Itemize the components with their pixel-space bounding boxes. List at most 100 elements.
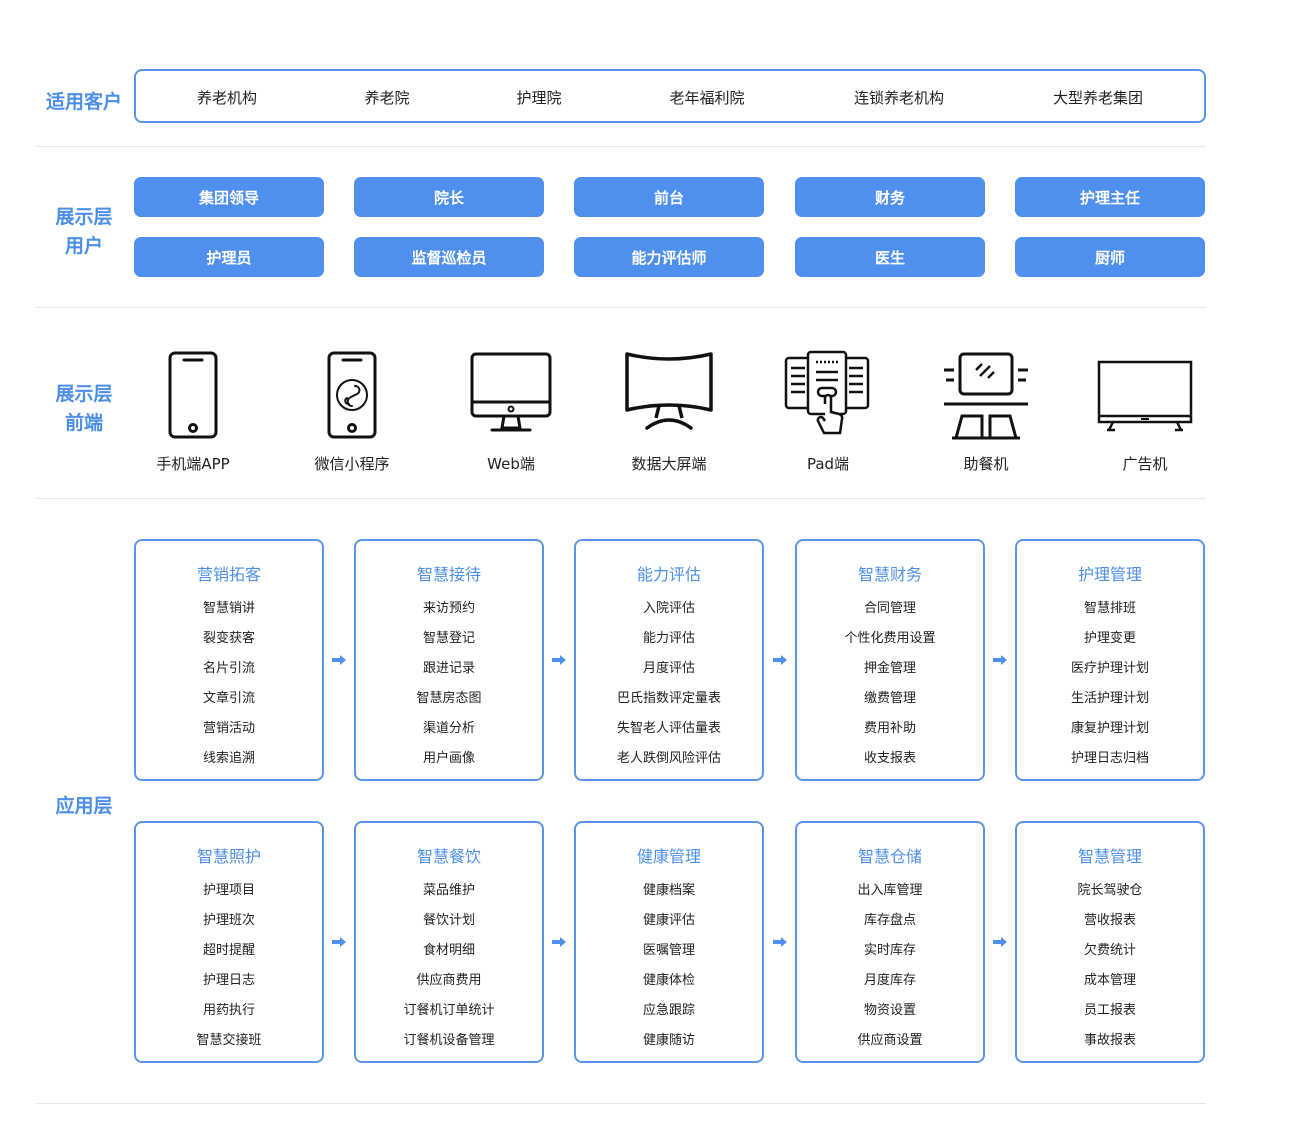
section-label-users-line1: 展示层 — [55, 206, 113, 228]
device-label: 微信小程序 — [314, 455, 390, 473]
module-item: 出入库管理 — [857, 883, 923, 898]
module-item: 营销活动 — [202, 721, 255, 736]
module-card: 营销拓客 智慧销讲 裂变获客 名片引流 文章引流 营销活动 线索追溯 — [134, 539, 324, 781]
module-item: 健康体检 — [642, 973, 695, 988]
module-item: 食材明细 — [422, 943, 475, 958]
module-item: 医嘱管理 — [642, 943, 695, 958]
user-role-pill: 院长 — [354, 177, 544, 217]
module-title: 智慧接待 — [416, 565, 481, 584]
section-label-application: 应用层 — [55, 795, 113, 817]
module-item: 欠费统计 — [1083, 943, 1136, 958]
flow-arrow-icon — [993, 937, 1007, 947]
module-item: 物资设置 — [863, 1003, 916, 1018]
device-big-screen: 数据大屏端 — [589, 346, 749, 473]
module-item: 健康随访 — [642, 1033, 695, 1048]
module-item: 订餐机订单统计 — [403, 1003, 495, 1018]
mini-program-icon — [327, 351, 377, 439]
module-item: 智慧销讲 — [202, 601, 255, 616]
module-item: 文章引流 — [202, 691, 255, 706]
customer-item: 连锁养老机构 — [853, 89, 945, 107]
module-item: 护理变更 — [1083, 631, 1136, 646]
module-title: 智慧餐饮 — [416, 847, 481, 866]
module-item: 来访预约 — [422, 601, 475, 616]
flow-arrow-icon — [332, 655, 346, 665]
module-title: 护理管理 — [1077, 565, 1142, 584]
module-item: 员工报表 — [1083, 1003, 1136, 1018]
device-label: 助餐机 — [963, 455, 1009, 473]
module-item: 营收报表 — [1083, 913, 1136, 928]
module-item: 费用补助 — [863, 721, 916, 736]
module-item: 缴费管理 — [863, 691, 916, 706]
module-item: 康复护理计划 — [1070, 721, 1149, 736]
module-item: 押金管理 — [863, 661, 916, 676]
desktop-monitor-icon — [470, 352, 552, 432]
section-label-frontend-line2: 前端 — [64, 412, 103, 434]
flow-arrow-icon — [773, 655, 787, 665]
module-title: 智慧照护 — [196, 847, 261, 866]
module-card: 智慧接待 来访预约 智慧登记 跟进记录 智慧房态图 渠道分析 用户画像 — [354, 539, 544, 781]
module-item: 渠道分析 — [422, 721, 475, 736]
device-label: 数据大屏端 — [631, 455, 707, 473]
module-title: 智慧管理 — [1077, 847, 1142, 866]
user-role-pill: 监督巡检员 — [354, 237, 544, 277]
module-item: 库存盘点 — [863, 913, 916, 928]
module-item: 订餐机设备管理 — [403, 1033, 495, 1048]
customers-box: 养老机构 养老院 护理院 老年福利院 连锁养老机构 大型养老集团 — [134, 69, 1206, 123]
flow-arrow-icon — [552, 937, 566, 947]
user-role-pill: 前台 — [574, 177, 764, 217]
module-item: 入院评估 — [642, 601, 695, 616]
customer-item: 大型养老集团 — [1052, 89, 1144, 107]
module-item: 生活护理计划 — [1070, 691, 1149, 706]
customer-item: 养老机构 — [196, 89, 258, 107]
user-role-pill: 财务 — [795, 177, 985, 217]
module-item: 失智老人评估量表 — [616, 721, 721, 736]
curved-screen-icon — [625, 352, 713, 430]
module-item: 收支报表 — [863, 751, 916, 766]
module-item: 应急跟踪 — [642, 1003, 695, 1018]
module-item: 护理日志归档 — [1070, 751, 1149, 766]
user-role-pill: 医生 — [795, 237, 985, 277]
device-meal-kiosk: 助餐机 — [906, 346, 1066, 473]
module-item: 智慧交接班 — [196, 1033, 262, 1048]
module-item: 护理项目 — [202, 883, 255, 898]
user-role-pill: 厨师 — [1015, 237, 1205, 277]
module-item: 智慧房态图 — [416, 691, 482, 706]
section-label-frontend-line1: 展示层 — [55, 383, 113, 405]
section-label-users-line2: 用户 — [64, 235, 103, 257]
device-ad-player: 广告机 — [1065, 346, 1225, 473]
user-role-pill: 能力评估师 — [574, 237, 764, 277]
module-item: 餐饮计划 — [422, 913, 475, 928]
customer-item: 老年福利院 — [669, 89, 745, 107]
user-role-pill: 集团领导 — [134, 177, 324, 217]
module-item: 老人跌倒风险评估 — [616, 751, 721, 766]
meal-kiosk-icon — [944, 352, 1028, 440]
divider — [36, 307, 1206, 308]
module-title: 能力评估 — [636, 565, 701, 584]
module-item: 线索追溯 — [202, 751, 255, 766]
tablet-touch-icon — [784, 350, 870, 435]
module-item: 月度评估 — [642, 661, 695, 676]
customer-item: 护理院 — [516, 89, 562, 107]
module-item: 护理班次 — [202, 913, 255, 928]
device-mini-program: 微信小程序 — [272, 346, 432, 473]
module-item: 个性化费用设置 — [844, 631, 936, 646]
module-item: 菜品维护 — [422, 883, 475, 898]
module-item: 健康评估 — [642, 913, 695, 928]
module-item: 用户画像 — [422, 751, 475, 766]
divider — [36, 1103, 1206, 1104]
section-label-users: 展示层 用户 — [34, 203, 134, 261]
module-item: 健康档案 — [642, 883, 695, 898]
device-web: Web端 — [431, 346, 591, 473]
flow-arrow-icon — [773, 937, 787, 947]
module-card: 智慧财务 合同管理 个性化费用设置 押金管理 缴费管理 费用补助 收支报表 — [795, 539, 985, 781]
module-item: 名片引流 — [202, 661, 255, 676]
flow-arrow-icon — [332, 937, 346, 947]
module-title: 健康管理 — [636, 847, 701, 866]
tv-display-icon — [1097, 360, 1193, 432]
module-item: 智慧登记 — [422, 631, 475, 646]
divider — [36, 146, 1206, 147]
user-role-pill: 护理主任 — [1015, 177, 1205, 217]
device-label: Web端 — [487, 455, 535, 473]
module-item: 供应商费用 — [416, 973, 482, 988]
module-card: 智慧仓储 出入库管理 库存盘点 实时库存 月度库存 物资设置 供应商设置 — [795, 821, 985, 1063]
